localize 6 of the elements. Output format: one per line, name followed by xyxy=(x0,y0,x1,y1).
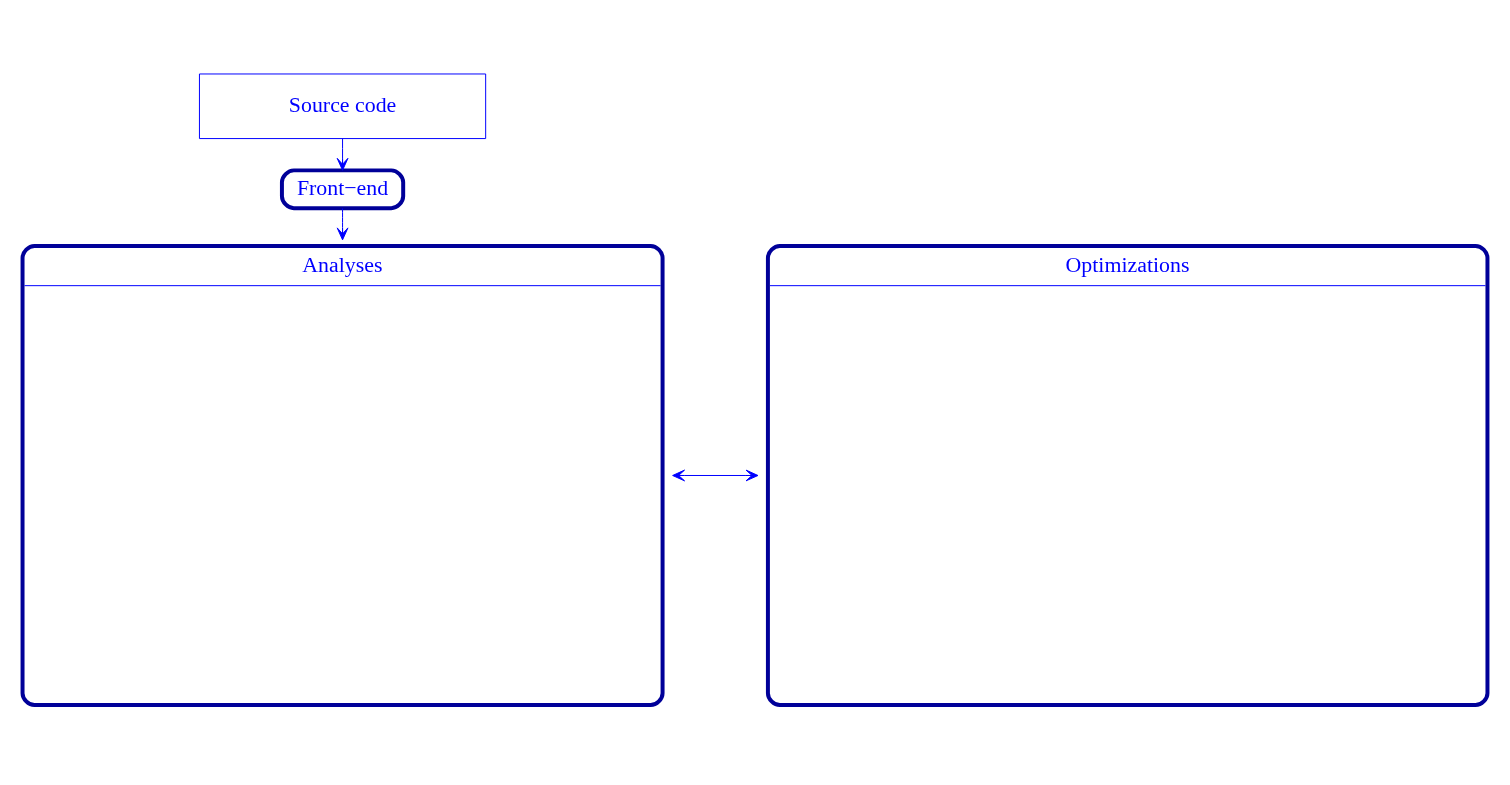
node-box: Source code xyxy=(198,73,487,140)
arrow xyxy=(336,207,349,241)
arrow xyxy=(336,138,349,171)
node-box: Optimizations xyxy=(765,243,1490,708)
arrow xyxy=(672,469,759,482)
node-box: Front−end xyxy=(279,168,406,211)
